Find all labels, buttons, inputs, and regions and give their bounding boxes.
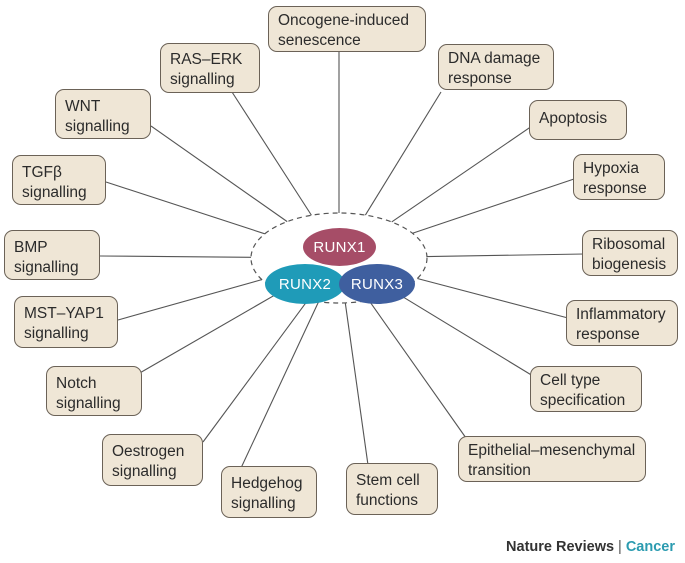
node-epithelial-mesenchymal-transition: Epithelial–mesenchymal transition	[458, 436, 646, 482]
connector-line	[231, 91, 312, 216]
node-oestrogen-signalling: Oestrogen signalling	[102, 434, 203, 486]
journal-name: Cancer	[625, 539, 675, 555]
publisher-name: Nature Reviews	[506, 539, 615, 555]
connector-line	[395, 291, 534, 377]
node-mst-yap1-signalling: MST–YAP1 signalling	[14, 296, 118, 348]
journal-credit: Nature Reviews|Cancer	[506, 539, 675, 555]
connector-line	[368, 300, 467, 439]
node-wnt-signalling: WNT signalling	[55, 89, 151, 139]
runx1-node: RUNX1	[303, 228, 376, 266]
node-ribosomal-biogenesis: Ribosomal biogenesis	[582, 230, 678, 276]
node-apoptosis: Apoptosis	[529, 100, 627, 140]
connector-line	[240, 301, 320, 469]
node-tgfb-signalling: TGFβ signalling	[12, 155, 106, 205]
node-cell-type-specification: Cell type specification	[530, 366, 642, 412]
connector-line	[202, 299, 309, 443]
connector-line	[150, 125, 288, 223]
connector-line	[417, 277, 569, 319]
node-hedgehog-signalling: Hedgehog signalling	[221, 466, 317, 518]
runx3-label: RUNX3	[350, 275, 404, 293]
connector-line	[117, 279, 262, 321]
node-bmp-signalling: BMP signalling	[4, 230, 100, 280]
node-inflammatory-response: Inflammatory response	[566, 300, 678, 346]
connector-line	[364, 91, 442, 216]
node-notch-signalling: Notch signalling	[46, 366, 142, 416]
connector-line	[99, 255, 252, 258]
connector-line	[105, 181, 265, 235]
credit-separator: |	[618, 539, 622, 555]
connector-line	[344, 302, 369, 466]
connector-line	[426, 253, 585, 258]
runx1-label: RUNX1	[313, 238, 366, 256]
connector-line	[412, 177, 578, 234]
node-oncogene-induced-senescence: Oncogene-induced senescence	[268, 6, 426, 52]
runx3-node: RUNX3	[339, 264, 415, 304]
node-hypoxia-response: Hypoxia response	[573, 154, 665, 200]
node-ras-erk-signalling: RAS–ERK signalling	[160, 43, 260, 93]
connector-line	[137, 291, 281, 375]
node-dna-damage-response: DNA damage response	[438, 44, 554, 90]
center-dashed-ellipse	[250, 212, 428, 304]
runx2-node: RUNX2	[265, 264, 345, 304]
node-stem-cell-functions: Stem cell functions	[346, 463, 438, 515]
connector-line	[391, 125, 533, 223]
runx2-label: RUNX2	[278, 275, 332, 293]
